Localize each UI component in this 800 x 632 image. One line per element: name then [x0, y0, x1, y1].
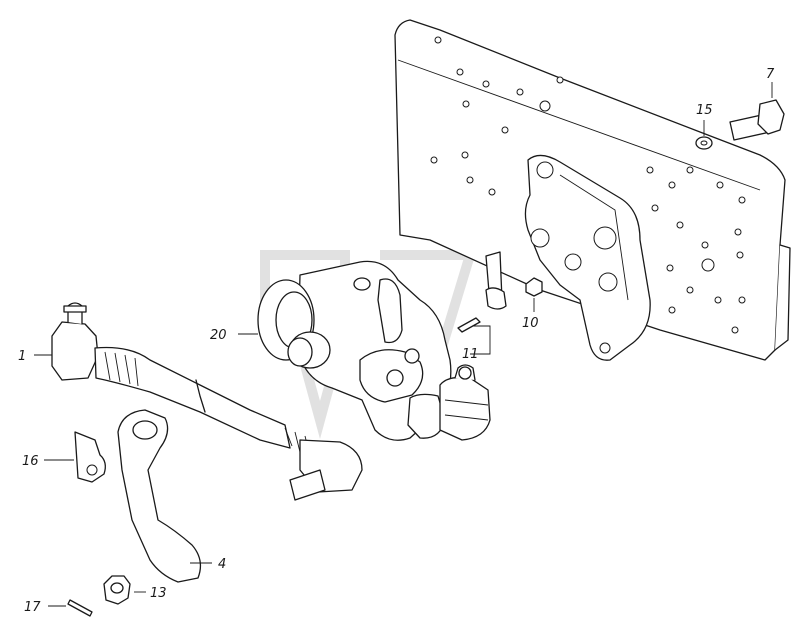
label-11: 11	[462, 347, 479, 362]
label-15: 15	[696, 103, 713, 118]
label-4: 4	[218, 557, 226, 572]
label-20: 20	[210, 328, 227, 343]
label-7: 7	[766, 67, 775, 82]
cotter-pin	[67, 599, 93, 617]
frame-holes	[430, 36, 746, 334]
steering-gear	[257, 260, 491, 441]
pitman-arm	[117, 409, 202, 583]
castle-nut	[103, 575, 131, 605]
nut-part-10	[525, 277, 543, 297]
leader-lines	[34, 82, 773, 607]
bolt-part-7	[729, 99, 785, 141]
mounting-bracket	[524, 154, 651, 361]
tie-rod	[51, 302, 363, 501]
bracket-bolt	[485, 251, 507, 310]
label-16: 16	[22, 454, 39, 469]
lock-washer	[74, 431, 106, 483]
part-labels: 1 16 4 13 17 20 15 7 10 11	[18, 67, 775, 615]
label-17: 17	[24, 600, 41, 615]
label-10: 10	[522, 316, 539, 331]
label-1: 1	[18, 349, 26, 364]
washer-part	[695, 136, 713, 150]
pin-part	[457, 317, 481, 333]
label-13: 13	[150, 586, 167, 601]
